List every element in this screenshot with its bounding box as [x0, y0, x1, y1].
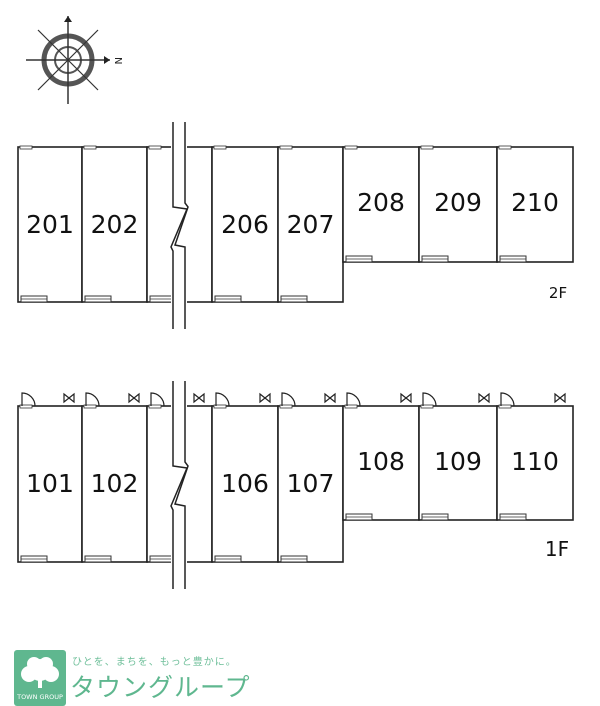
omission-break-line: [170, 381, 189, 589]
unit-208: 208: [342, 145, 420, 263]
unit-label: 210: [511, 188, 559, 217]
floor-label: 1F: [545, 537, 569, 561]
compass-icon: N: [26, 16, 123, 104]
unit-202: 202: [81, 145, 148, 303]
logo-text: TOWN GROUP: [16, 693, 63, 701]
unit-label: 101: [26, 469, 74, 498]
unit-102: 102: [81, 392, 148, 563]
unit-label: 108: [357, 447, 405, 476]
omission-break-line: [170, 122, 189, 329]
unit-label: 206: [221, 210, 269, 239]
unit-label: 202: [91, 210, 139, 239]
unit-101: 101: [17, 392, 83, 563]
unit-label: 107: [287, 469, 335, 498]
brand-name: タウングループ: [70, 673, 251, 702]
unit-110: 110: [496, 392, 574, 521]
unit-108: 108: [342, 392, 420, 521]
floor-2F: 201 202 206 207 208 209 210 2F: [17, 122, 574, 329]
floor-label: 2F: [549, 284, 567, 302]
unit-201: 201: [17, 145, 83, 303]
unit-109: 109: [418, 392, 498, 521]
unit-label: 208: [357, 188, 405, 217]
compass-north-letter: N: [112, 57, 123, 64]
brand-tagline: ひとを、まちを、もっと豊かに。: [72, 657, 237, 668]
brand-footer: TOWN GROUP ひとを、まちを、もっと豊かに。 タウングループ: [0, 640, 600, 706]
unit-label: 106: [221, 469, 269, 498]
town-group-logo: TOWN GROUP: [14, 650, 66, 706]
unit-label: 209: [434, 188, 482, 217]
unit-106: 106: [211, 392, 279, 563]
unit-label: 110: [511, 447, 559, 476]
unit-210: 210: [496, 145, 574, 263]
unit-207: 207: [277, 145, 344, 303]
unit-206: 206: [211, 145, 279, 303]
unit-107: 107: [277, 392, 344, 563]
unit-label: 207: [287, 210, 335, 239]
unit-209: 209: [418, 145, 498, 263]
unit-label: 109: [434, 447, 482, 476]
unit-label: 102: [91, 469, 139, 498]
unit-label: 201: [26, 210, 74, 239]
floor-1F: 101 102 106 107 108 109 110 1F: [17, 381, 574, 589]
